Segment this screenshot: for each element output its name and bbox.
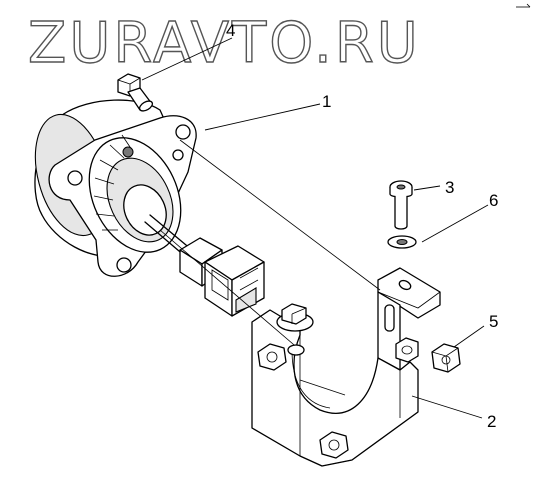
electrical-connector xyxy=(179,237,265,317)
callout-6: 6 xyxy=(489,191,498,210)
bracket-mount-bolt xyxy=(276,303,314,356)
part-5-nut xyxy=(431,343,461,373)
watermark-text: ZURAVTO.RU xyxy=(28,11,421,76)
part-1-sensor-assembly xyxy=(34,99,197,277)
bracket-nut-left xyxy=(257,343,287,371)
bracket-nut-bottom xyxy=(319,431,349,459)
callout-1: 1 xyxy=(322,92,331,111)
part-4-bolt xyxy=(117,73,154,112)
bracket-nut-center xyxy=(395,337,419,363)
corner-mark xyxy=(516,3,531,8)
part-3-bolt xyxy=(389,180,413,230)
callout-3: 3 xyxy=(445,178,454,197)
callout-4: 4 xyxy=(226,21,235,40)
part-6-washer xyxy=(387,235,417,249)
callout-5: 5 xyxy=(489,312,498,331)
leader-lines xyxy=(141,37,489,419)
callout-2: 2 xyxy=(487,412,496,431)
